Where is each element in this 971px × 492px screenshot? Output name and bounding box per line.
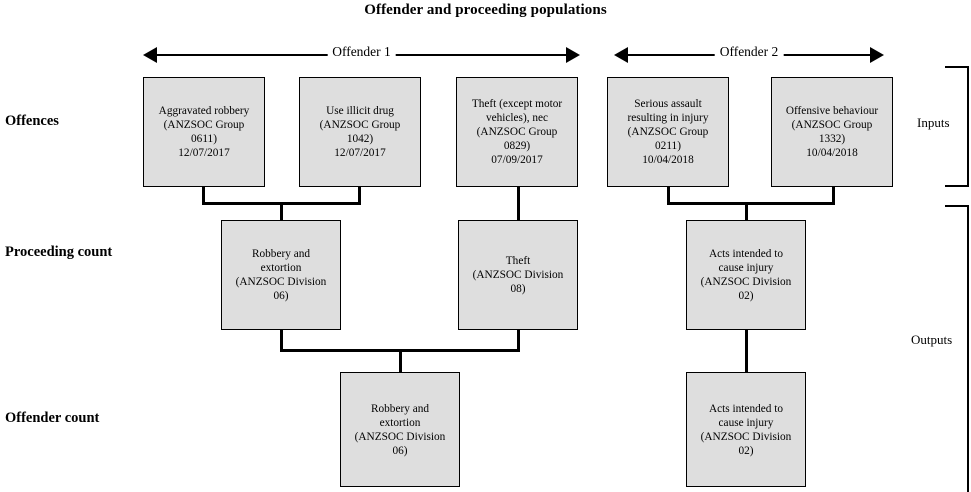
bracket-outputs	[941, 205, 969, 492]
arrow-head-left-icon	[143, 47, 157, 63]
connector-to-proceeding-acts	[745, 202, 748, 220]
arrow-head-right-icon	[870, 47, 884, 63]
offence-box-text: Serious assault resulting in injury (ANZ…	[627, 98, 709, 166]
arrow-head-left-icon	[614, 47, 628, 63]
connector-offence-4-down	[667, 187, 670, 205]
offender-count-box-text: Robbery and extortion (ANZSOC Division 0…	[354, 402, 446, 457]
span-arrow-offender-1: Offender 1	[143, 42, 580, 66]
bracket-label-inputs: Inputs	[917, 115, 950, 130]
proceeding-box-text: Acts intended to cause injury (ANZSOC Di…	[700, 248, 792, 302]
bracket-tip-bottom	[945, 185, 969, 187]
proceeding-box-text: Theft (ANZSOC Division 08)	[472, 255, 564, 295]
proceeding-box-robbery-and-extortion[interactable]: Robbery and extortion (ANZSOC Division 0…	[221, 220, 341, 330]
proceeding-box-text: Robbery and extortion (ANZSOC Division 0…	[235, 248, 327, 302]
row-label-proceeding-count: Proceeding count	[5, 244, 113, 260]
offence-box-serious-assault[interactable]: Serious assault resulting in injury (ANZ…	[607, 77, 729, 187]
row-label-offender-count: Offender count	[5, 410, 100, 426]
offender-count-box-acts-intended-to-cause-injury[interactable]: Acts intended to cause injury (ANZSOC Di…	[686, 372, 806, 487]
offender-count-box-robbery-and-extortion[interactable]: Robbery and extortion (ANZSOC Division 0…	[340, 372, 460, 487]
connector-to-offender-count-robbery	[399, 349, 402, 372]
connector-offence-2-down	[358, 187, 361, 205]
span-arrow-offender-2: Offender 2	[614, 42, 884, 66]
row-label-offences: Offences	[5, 113, 59, 129]
offence-box-offensive-behaviour[interactable]: Offensive behaviour (ANZSOC Group 1332) …	[771, 77, 893, 187]
proceeding-box-acts-intended-to-cause-injury[interactable]: Acts intended to cause injury (ANZSOC Di…	[686, 220, 806, 330]
connector-offence-3-down	[517, 187, 520, 220]
bracket-spine	[967, 205, 969, 492]
bracket-tip-top	[945, 205, 969, 207]
offence-box-text: Theft (except motor vehicles), nec (ANZS…	[471, 98, 563, 166]
offence-box-text: Use illicit drug (ANZSOC Group 1042) 12/…	[319, 105, 401, 159]
connector-merge-offences-4-5	[667, 202, 835, 205]
bracket-label-outputs: Outputs	[911, 332, 953, 347]
connector-to-proceeding-robbery	[280, 202, 283, 220]
proceeding-box-theft[interactable]: Theft (ANZSOC Division 08)	[458, 220, 578, 330]
span-arrow-label: Offender 2	[714, 42, 784, 61]
connector-proceeding-theft-down	[517, 330, 520, 352]
offence-box-theft-except-motor-vehicles[interactable]: Theft (except motor vehicles), nec (ANZS…	[456, 77, 578, 187]
bracket-spine	[967, 66, 969, 187]
offence-box-use-illicit-drug[interactable]: Use illicit drug (ANZSOC Group 1042) 12/…	[299, 77, 421, 187]
span-arrow-label: Offender 1	[327, 42, 396, 61]
connector-offence-1-down	[202, 187, 205, 205]
offence-box-text: Aggravated robbery (ANZSOC Group 0611) 1…	[158, 105, 250, 159]
connector-to-offender-count-acts	[745, 330, 748, 372]
bracket-inputs	[941, 66, 969, 187]
offence-box-text: Offensive behaviour (ANZSOC Group 1332) …	[785, 105, 879, 159]
offender-count-box-text: Acts intended to cause injury (ANZSOC Di…	[700, 402, 792, 457]
page-title: Offender and proceeding populations	[364, 2, 607, 18]
bracket-tip-top	[945, 66, 969, 68]
arrow-head-right-icon	[566, 47, 580, 63]
connector-offence-5-down	[832, 187, 835, 205]
offence-box-aggravated-robbery[interactable]: Aggravated robbery (ANZSOC Group 0611) 1…	[143, 77, 265, 187]
connector-proceeding-robbery-down	[280, 330, 283, 352]
